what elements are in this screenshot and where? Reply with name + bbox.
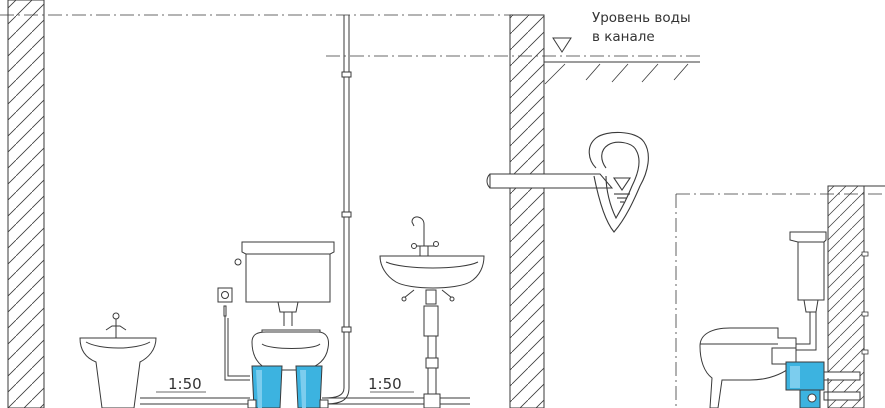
toilet-bowl bbox=[251, 329, 329, 371]
water-level-label-line2: в канале bbox=[592, 29, 655, 45]
central-wall bbox=[509, 14, 700, 408]
cistern bbox=[234, 241, 335, 326]
water-level-marker-icon bbox=[552, 37, 572, 53]
bidet bbox=[79, 312, 157, 408]
water-level-label-line1: Уровень воды bbox=[592, 10, 691, 26]
inset-room bbox=[675, 185, 885, 408]
power-socket-icon bbox=[217, 287, 250, 381]
inset-toilet bbox=[699, 327, 797, 408]
vent-pipe bbox=[323, 15, 352, 405]
ceiling-axis-lines bbox=[0, 14, 885, 195]
slope-label-left: 1:50 bbox=[168, 375, 202, 393]
washbasin bbox=[379, 216, 485, 408]
slope-label-right: 1:50 bbox=[368, 375, 402, 393]
inset-pump bbox=[785, 361, 861, 408]
inset-cistern bbox=[789, 231, 827, 351]
sewer-outlet-pipe bbox=[486, 173, 614, 189]
water-level-label: Уровень воды в канале bbox=[592, 9, 691, 47]
sewer-canal bbox=[588, 131, 649, 233]
pump-left bbox=[247, 365, 283, 408]
left-wall bbox=[7, 0, 45, 408]
pump-right bbox=[295, 365, 329, 408]
